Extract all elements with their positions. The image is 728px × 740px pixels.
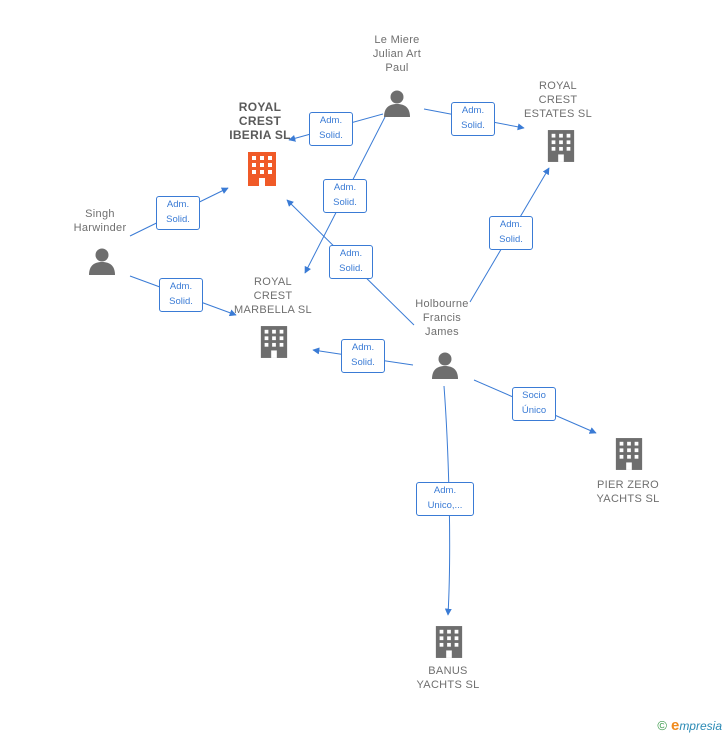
- brand-name: mpresia: [679, 719, 722, 733]
- copyright-symbol: ©: [657, 718, 667, 733]
- edge-label[interactable]: Adm. Solid.: [156, 196, 200, 230]
- edge-label[interactable]: Socio Único: [512, 387, 556, 421]
- footer-brand: ©empresia: [657, 717, 722, 734]
- person-icon[interactable]: [87, 246, 117, 276]
- edge-label[interactable]: Adm. Solid.: [309, 112, 353, 146]
- brand-logo-letter: e: [670, 717, 680, 734]
- building-icon[interactable]: [434, 624, 464, 660]
- building-icon[interactable]: [259, 324, 289, 360]
- node-label-singh: Singh Harwinder: [73, 208, 127, 234]
- edge-label[interactable]: Adm. Unico,...: [416, 482, 474, 516]
- node-label-royal-crest-estates: ROYAL CREST ESTATES SL: [523, 80, 592, 120]
- building-icon[interactable]: [546, 128, 576, 164]
- node-label-royal-crest-marbella: ROYAL CREST MARBELLA SL: [234, 276, 312, 316]
- building-icon[interactable]: [614, 436, 644, 472]
- node-label-holbourne: Holbourne Francis James: [415, 298, 469, 338]
- edge-label[interactable]: Adm. Solid.: [341, 339, 385, 373]
- edge-label[interactable]: Adm. Solid.: [159, 278, 203, 312]
- edge-label[interactable]: Adm. Solid.: [451, 102, 495, 136]
- node-label-pier-zero: PIER ZERO YACHTS SL: [596, 479, 660, 505]
- building-icon-main[interactable]: [246, 150, 278, 188]
- person-icon[interactable]: [382, 88, 412, 118]
- edge-label[interactable]: Adm. Solid.: [489, 216, 533, 250]
- edge-label[interactable]: Adm. Solid.: [329, 245, 373, 279]
- person-icon[interactable]: [430, 350, 460, 380]
- edge-label[interactable]: Adm. Solid.: [323, 179, 367, 213]
- node-label-le-miere: Le Miere Julian Art Paul: [372, 34, 422, 74]
- node-label-royal-crest-iberia: ROYAL CREST IBERIA SL: [229, 100, 291, 142]
- node-label-banus: BANUS YACHTS SL: [416, 665, 480, 691]
